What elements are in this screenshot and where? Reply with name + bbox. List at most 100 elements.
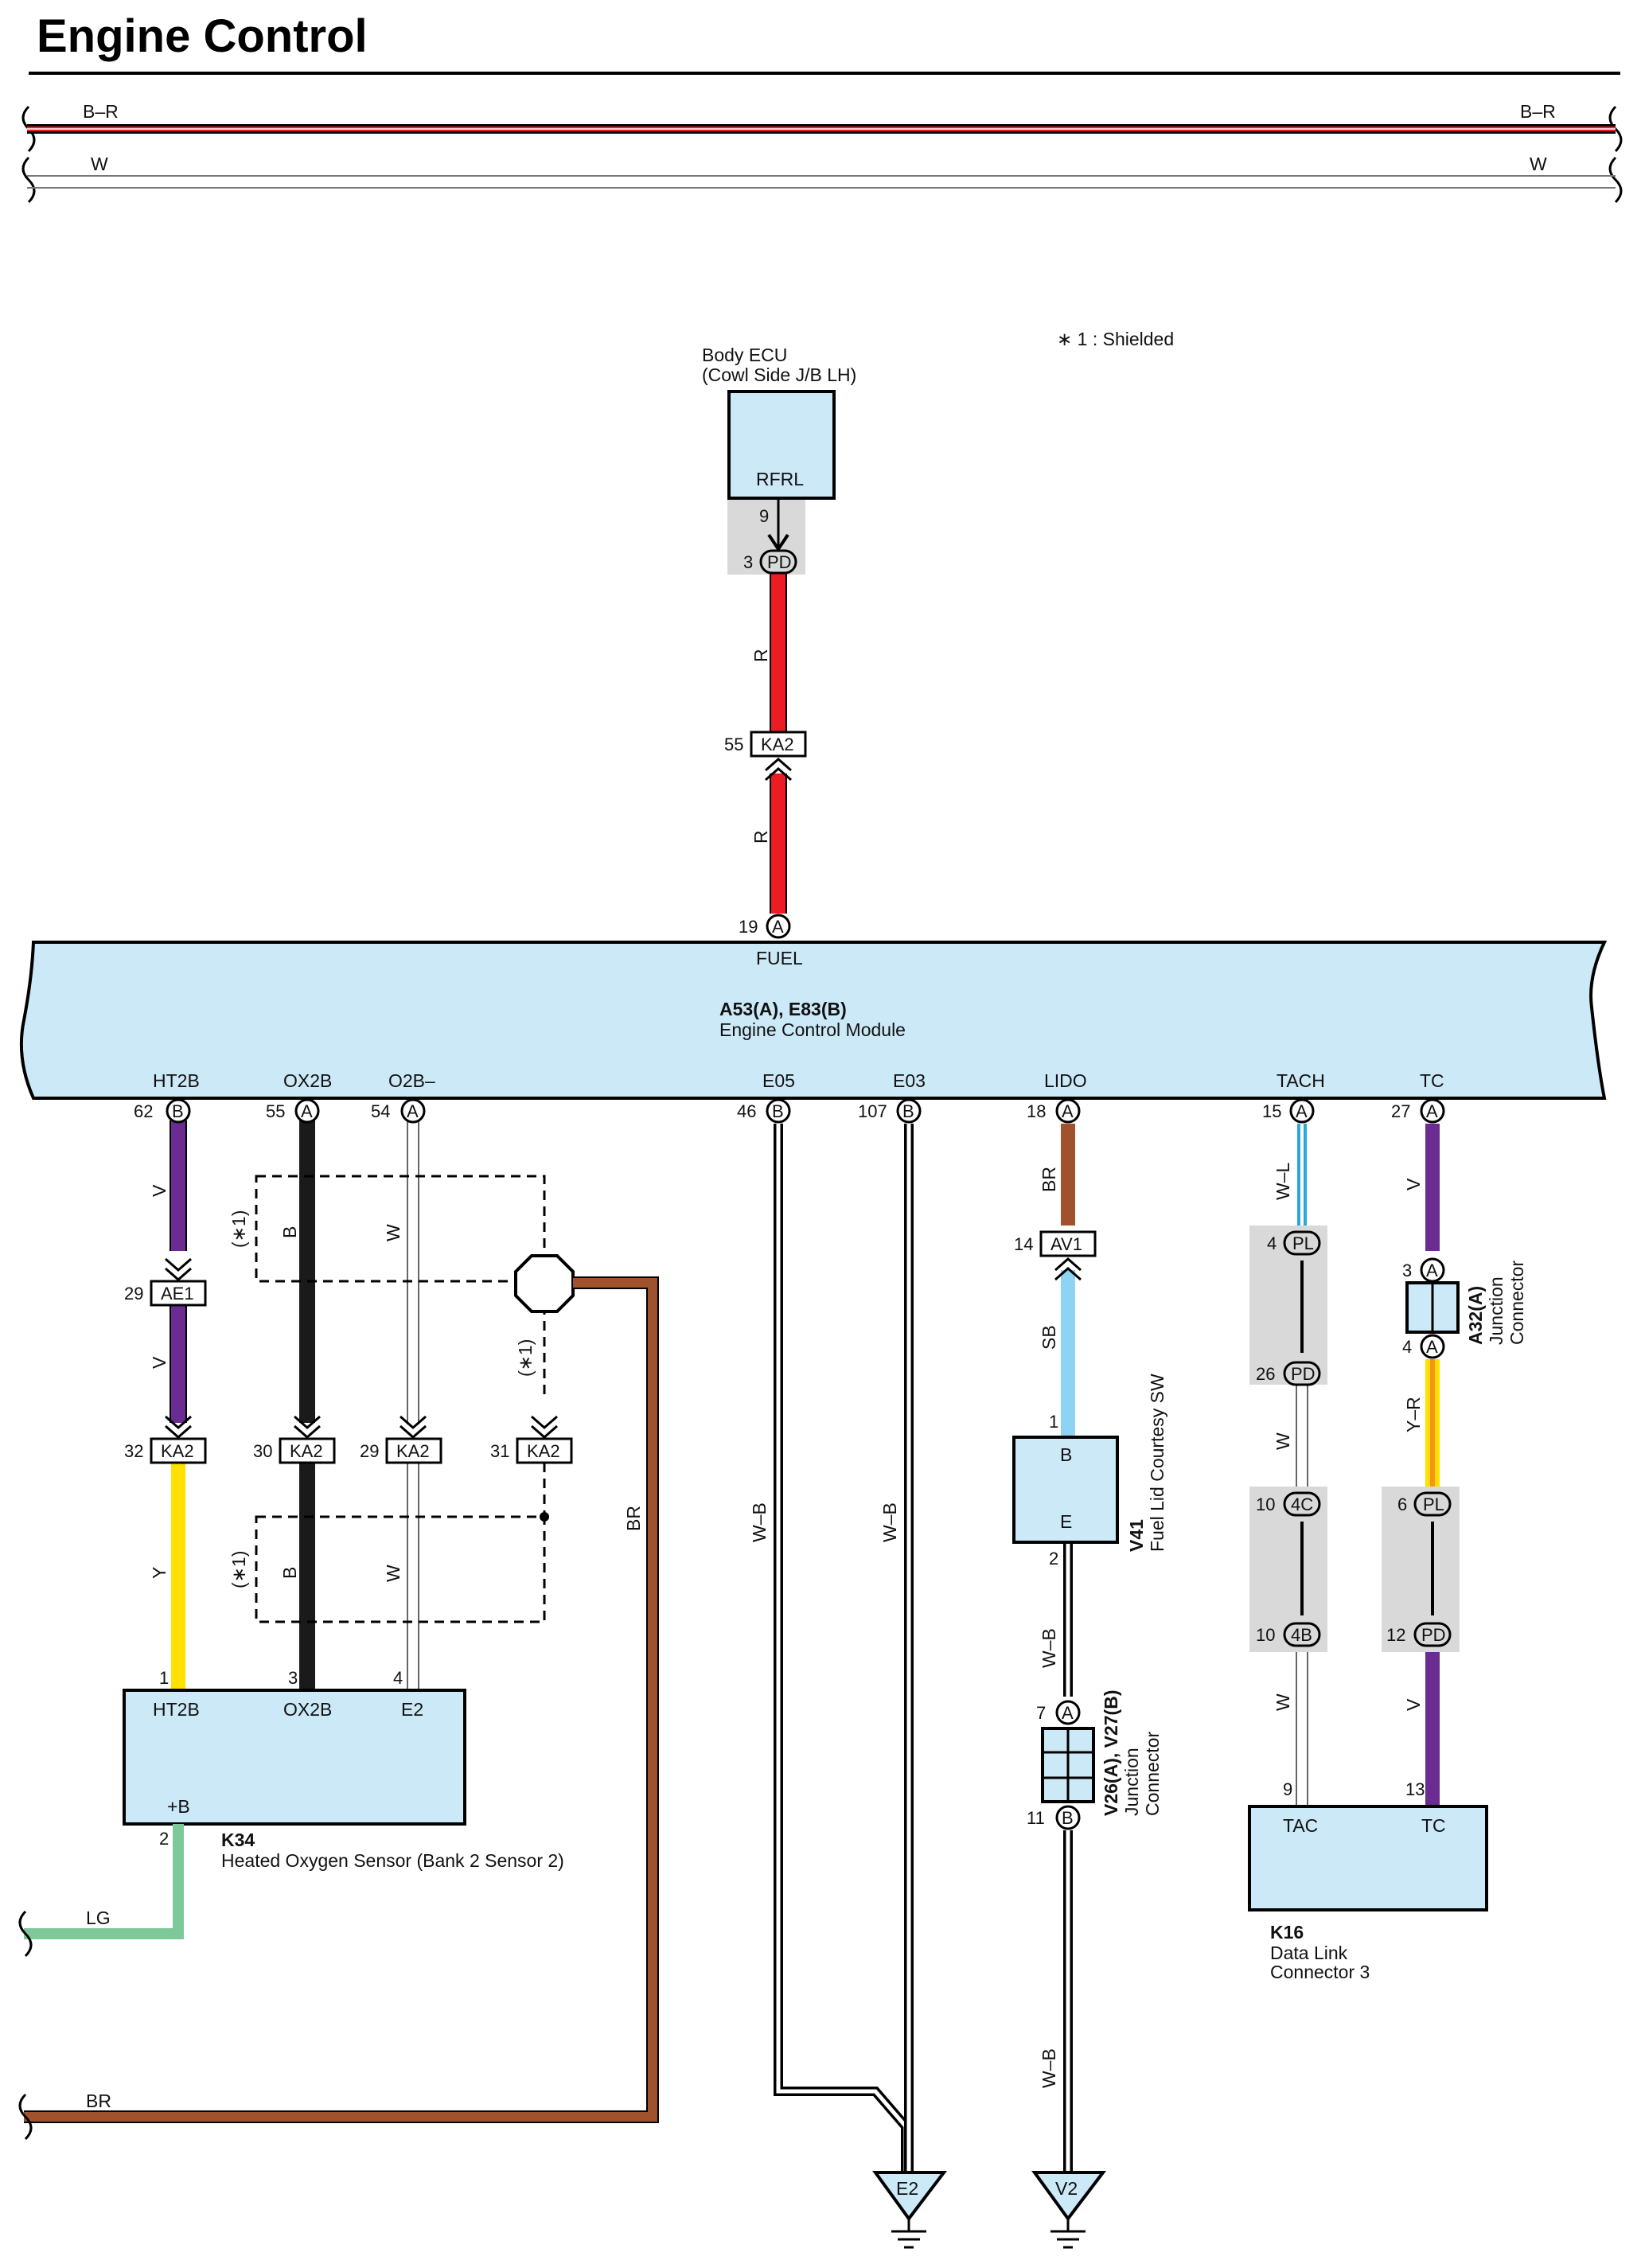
pin-k34-2: 2 [159, 1829, 169, 1849]
conn-ka2-30-chevron-2 [294, 1424, 321, 1439]
conn-ka2-30-box [279, 1437, 336, 1464]
wire-lg-green [24, 1853, 184, 1939]
wire-label-v-2: V [149, 1356, 170, 1369]
wires [18, 498, 1440, 2173]
k34-terminal-e2: E2 [401, 1699, 423, 1720]
k34-sensor: HT2B OX2B E2 +B K34 Heated Oxygen Sensor… [123, 1689, 564, 1871]
inline-connectors: KA2 55 AE1 29 KA2 32 KA2 30 KA2 29 KA2 3… [124, 731, 1097, 1464]
ground-e2-triangle [872, 2171, 948, 2222]
ecm: FUEL A53(A), E83(B) Engine Control Modul… [19, 941, 1608, 1100]
pin-k34-3: 3 [288, 1668, 298, 1688]
k16-name-2: Connector 3 [1270, 1962, 1370, 1982]
k16-terminal-tc: TC [1421, 1815, 1446, 1836]
wire-label-wb-e05: W–B [749, 1502, 770, 1542]
pin-v26-7 [1055, 1700, 1081, 1725]
pin-ecm-18-letter: A [1062, 1101, 1074, 1121]
c4-label: 4C [1291, 1494, 1313, 1514]
wire-label-sb: SB [1039, 1325, 1059, 1350]
body-ecu-box [727, 390, 836, 500]
ecm-code: A53(A), E83(B) [719, 999, 847, 1019]
wire-label-shield-3: (∗1) [228, 1551, 249, 1588]
conn-ae1-label: AE1 [161, 1284, 194, 1304]
ground-e2: E2 [872, 2171, 948, 2249]
pl-tach-oval [1283, 1230, 1321, 1256]
pin-a32-3-letter: A [1426, 1261, 1438, 1280]
conn-av1-label: AV1 [1050, 1234, 1082, 1254]
conn-ka2-fuel-chevron-2 [765, 767, 792, 781]
pin-ecm-27-letter: A [1426, 1101, 1438, 1121]
pin-4c-10: 10 [1256, 1494, 1275, 1514]
wire-label-br-lido: BR [1039, 1167, 1059, 1192]
pin-ka2-29: 29 [360, 1441, 379, 1461]
v26-code: V26(A), V27(B) [1101, 1690, 1121, 1816]
k34-box [123, 1689, 466, 1826]
wire-br-shield-fill [24, 1278, 657, 2122]
page-title: Engine Control [37, 10, 368, 62]
shield-note: ∗ 1 : Shielded [1057, 329, 1174, 349]
pin-pd-3: 3 [743, 552, 753, 572]
body-ecu-location: (Cowl Side J/B LH) [702, 364, 856, 385]
pin-ecm-107-num: 107 [858, 1101, 887, 1121]
bus-w-label-right: W [1530, 154, 1547, 174]
pin-a32-4-num: 4 [1402, 1337, 1412, 1357]
wire-e05-wb-stripe [776, 1124, 908, 2173]
conn-ka2-29-chevron-1 [400, 1415, 427, 1429]
pin-pl-4: 4 [1267, 1233, 1277, 1253]
conn-ka2-32-chevron-2 [165, 1424, 192, 1439]
ground-v2-triangle [1031, 2171, 1107, 2222]
v41-code: V41 [1126, 1519, 1147, 1552]
pin-ka2-55: 55 [724, 735, 743, 754]
pin-ecm-18-num: 18 [1027, 1101, 1046, 1121]
pin-ae1-29: 29 [124, 1284, 143, 1304]
pin-v26-7-letter: A [1062, 1703, 1074, 1723]
pd-top-label: PD [767, 552, 792, 572]
pin-ecm-62 [166, 1098, 191, 1124]
conn-ae1-box [150, 1280, 207, 1307]
wire-label-w-1: W [383, 1224, 403, 1241]
ecm-terminal-tach: TACH [1277, 1070, 1325, 1091]
v41-terminal-e: E [1060, 1511, 1072, 1532]
pin-av1-14: 14 [1014, 1234, 1033, 1254]
c4-oval [1283, 1491, 1321, 1517]
conn-ka2-32-box [150, 1437, 207, 1464]
ecm-terminal-e03: E03 [893, 1070, 926, 1091]
pin-ecm-55-letter: A [301, 1101, 313, 1121]
pin-ecm-27 [1420, 1098, 1445, 1124]
pin-v26-7-num: 7 [1036, 1703, 1046, 1723]
k16-name-1: Data Link [1270, 1943, 1348, 1963]
ground-v2: V2 [1031, 2171, 1107, 2249]
pin-v41-2: 2 [1049, 1549, 1058, 1569]
bus-break-left-2 [21, 156, 36, 204]
wire-label-b-1: B [279, 1226, 300, 1238]
conn-ka2-29-box [385, 1437, 442, 1464]
v41-box [1012, 1436, 1119, 1544]
pl-tc-oval [1413, 1491, 1452, 1517]
k34-terminal-ht2b: HT2B [153, 1699, 200, 1720]
top-bus: B–R B–R W W [21, 101, 1623, 204]
ground-v2-label: V2 [1055, 2178, 1078, 2199]
pin-ecm-54-letter: A [407, 1101, 419, 1121]
shield-box-upper [255, 1175, 546, 1283]
bus-w-label-left: W [91, 154, 108, 174]
pd-top-arrow [767, 533, 789, 552]
conn-av1-box [1039, 1230, 1097, 1257]
wire-label-wb-v26: W–B [1039, 2048, 1059, 2088]
ecm-terminal-ht2b: HT2B [153, 1070, 200, 1091]
pin-fuel-a [766, 914, 791, 939]
v26-name-1: Junction [1121, 1748, 1142, 1816]
pin-fuel-a-letter: A [772, 917, 784, 937]
pin-k16-13: 13 [1405, 1779, 1425, 1799]
k16-dlc: TAC TC K16 Data Link Connector 3 [1248, 1805, 1488, 1982]
a32-name-1: Junction [1486, 1276, 1507, 1345]
wire-label-br-shield: BR [623, 1506, 644, 1531]
conn-ka2-fuel-box [750, 731, 807, 758]
br-wire-break [18, 2093, 33, 2141]
conn-ka2-29-chevron-2 [400, 1424, 427, 1439]
b4-label: 4B [1291, 1625, 1312, 1645]
pin-markers: 9 PD 3 A 19 B 62 A 55 A 54 B 46 B 107 A … [134, 506, 1452, 1849]
pin-4b-10: 10 [1256, 1625, 1275, 1645]
pin-ecm-107-letter: B [902, 1101, 914, 1121]
pin-k34-4: 4 [393, 1668, 403, 1688]
conn-ka2-29-label: KA2 [396, 1441, 430, 1461]
wire-label-r-1: R [750, 649, 771, 662]
